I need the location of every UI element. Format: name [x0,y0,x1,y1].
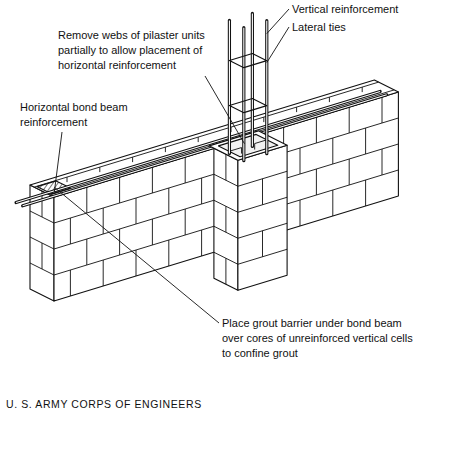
bond-beam-web [362,87,363,92]
callout-label: Lateral ties [292,20,447,35]
head-joint [382,149,383,175]
head-joint [332,190,333,216]
bond-beam-bar [16,92,380,203]
callout-label: Place grout barrier under bond beam over… [222,316,422,361]
head-joint [225,258,226,284]
head-joint [70,218,71,244]
leader-line [54,187,219,323]
leader-line [267,27,289,63]
pilaster-front [238,145,287,290]
head-joint [365,180,366,206]
pilaster-cell [218,134,277,156]
bond-beam-web [263,117,264,122]
bond-beam-web [67,177,68,182]
bond-beam-web [165,147,166,152]
head-joint [300,200,301,226]
callout-label: Remove webs of pilaster units partially … [58,28,236,73]
head-joint [262,179,263,205]
callout-label: Vertical reinforcement [292,2,447,17]
head-joint [185,157,186,183]
wall-front-face [54,92,398,301]
lateral-tie [229,53,266,67]
head-joint [225,154,226,180]
head-joint [152,219,153,245]
bond-beam-web [329,97,330,102]
head-joint [119,177,120,203]
pilaster-web [241,148,242,154]
bond-beam-shell [34,82,378,187]
head-joint [349,107,350,133]
leader-line [267,9,289,34]
head-joint [316,117,317,143]
wall-drawing [16,9,398,323]
head-joint [103,260,104,286]
head-joint [42,243,43,269]
vertical-bar [266,21,267,154]
credit-label: U. S. ARMY CORPS OF ENGINEERS [6,397,306,412]
head-joint [382,97,383,123]
head-joint [136,198,137,224]
bond-beam-web [198,137,199,142]
head-joint [201,178,202,204]
head-joint [332,138,333,164]
pilaster-web [254,144,255,150]
head-joint [349,159,350,185]
callout-label: Horizontal bond beam reinforcement [20,100,152,130]
pilaster-top [209,131,287,160]
vertical-bar [228,20,231,153]
leader-line [54,132,62,192]
head-joint [201,230,202,256]
head-joint [70,270,71,296]
head-joint [86,187,87,213]
bond-beam-web [296,107,297,112]
head-joint [262,231,263,257]
head-joint [168,188,169,214]
vertical-bar [252,13,253,146]
head-joint [316,169,317,195]
head-joint [152,167,153,193]
head-joint [300,148,301,174]
head-joint [185,209,186,235]
pilaster-web [229,148,241,152]
head-joint [86,239,87,265]
head-joint [225,206,226,232]
vertical-bar [229,20,230,153]
head-joint [168,240,169,266]
head-joint [119,229,120,255]
bond-beam-web [132,157,133,162]
pilaster-web [255,140,267,144]
head-joint [103,208,104,234]
vertical-bar [251,13,254,146]
bond-beam-bar [16,92,380,203]
leader-line [205,76,245,144]
pilaster-side [214,148,238,290]
head-joint [365,128,366,154]
vertical-bar [265,21,268,154]
bond-beam-web [99,167,100,172]
vertical-bar [243,28,244,161]
lateral-tie [229,98,266,112]
